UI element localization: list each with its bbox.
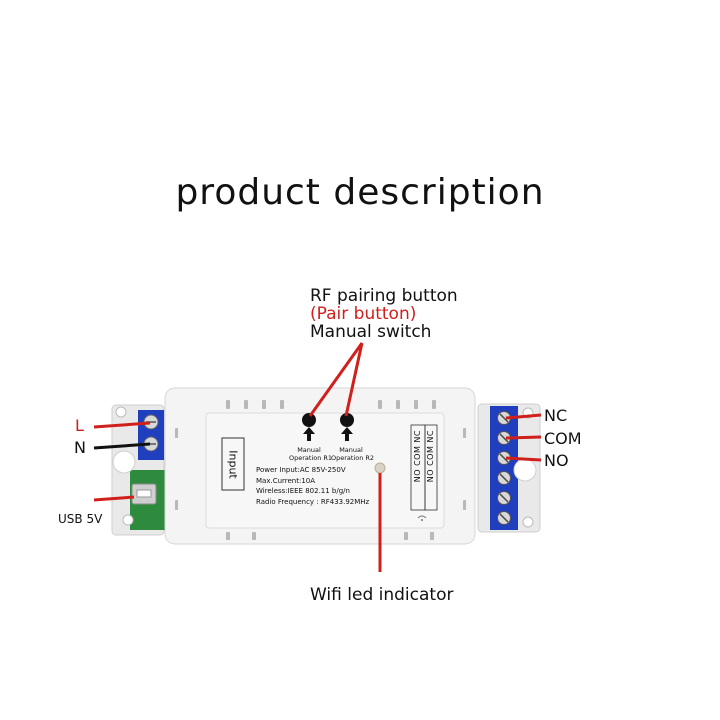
rf-pairing-label: RF pairing button	[310, 286, 458, 306]
terminal-n-label: N	[74, 438, 86, 457]
wifi-led-label: Wifi led indicator	[310, 585, 454, 605]
relay-label-1: NO COM NC	[413, 430, 422, 483]
input-box-label: Input	[226, 449, 240, 479]
callout-lines	[308, 342, 382, 572]
terminal-com-label: COM	[544, 429, 582, 448]
spec-radio-frequency: Radio Frequency : RF433.92MHz	[256, 497, 370, 506]
relay-label-2: NO COM NC	[426, 430, 435, 483]
button-r1-label: Manual Operation R1	[289, 446, 333, 462]
spec-list: Power Input:AC 85V-250V Max.Current:10A …	[256, 465, 369, 507]
pair-button-label: (Pair button)	[310, 304, 417, 324]
spec-wireless: Wireless:IEEE 802.11 b/g/n	[256, 487, 350, 495]
page-title: product description	[175, 172, 545, 213]
input-box: Input	[222, 438, 244, 490]
button-r1-label-line1: Manual	[297, 446, 321, 454]
terminal-no-label: NO	[544, 451, 569, 470]
manual-switch-label: Manual switch	[310, 322, 432, 342]
spec-power-input: Power Input:AC 85V-250V	[256, 466, 346, 474]
usb-label: USB 5V	[58, 512, 103, 526]
left-terminal-block	[111, 404, 170, 536]
terminal-l-label: L	[75, 416, 84, 435]
wires	[93, 413, 542, 502]
device-body	[164, 387, 476, 545]
right-terminal-block	[477, 403, 541, 533]
button-r2-label: Manual Operation R2	[331, 446, 375, 462]
terminal-nc-label: NC	[544, 406, 568, 425]
button-r2-label-line1: Manual	[339, 446, 363, 454]
spec-max-current: Max.Current:10A	[256, 476, 316, 485]
button-r2-label-line2: Operation R2	[331, 454, 375, 462]
button-r1-label-line2: Operation R1	[289, 454, 333, 462]
